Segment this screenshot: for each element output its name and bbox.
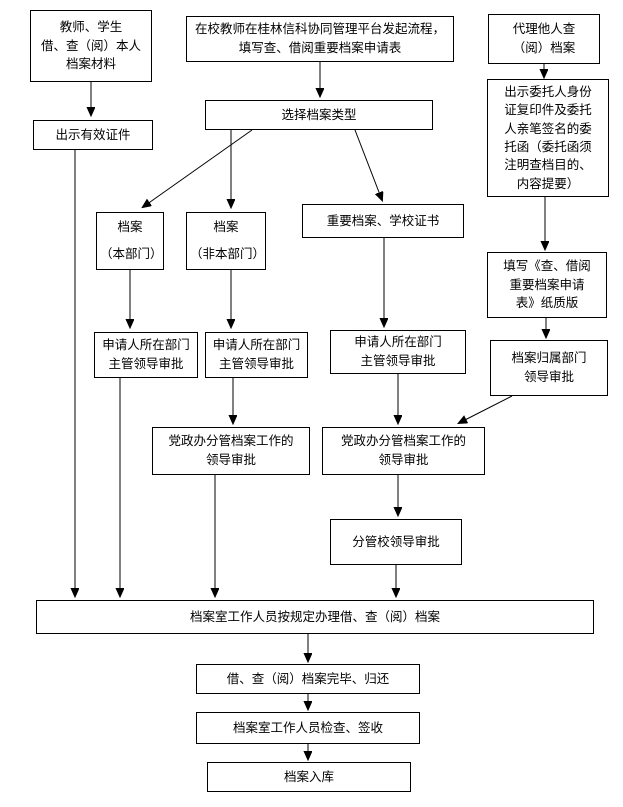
node-select-archive-type: 选择档案类型	[205, 100, 433, 130]
node-archive-storage: 档案入库	[207, 762, 411, 792]
node-archive-other-dept: 档案 （非本部门）	[186, 212, 266, 270]
node-platform-request: 在校教师在桂林信科协同管理平台发起流程， 填写查、借阅重要档案申请表	[186, 16, 454, 62]
node-return-archive: 借、查（阅）档案完毕、归还	[196, 664, 420, 694]
arrow-select-to-own	[143, 129, 253, 207]
node-approval-other-dept: 申请人所在部门 主管领导审批	[205, 332, 308, 378]
node-proxy-check: 代理他人查 （阅）档案	[488, 14, 600, 64]
node-archive-staff-process: 档案室工作人员按规定办理借、查（阅）档案	[36, 600, 594, 634]
node-important-archive: 重要档案、学校证书	[302, 204, 464, 238]
node-party-office-left: 党政办分管档案工作的 领导审批	[152, 427, 310, 475]
node-authorization-letter: 出示委托人身份 证复印件及委托 人亲笔签名的委 托函（委托函须 注明查档目的、 …	[487, 79, 609, 197]
node-party-office-right: 党政办分管档案工作的 领导审批	[322, 427, 485, 475]
node-approval-important: 申请人所在部门 主管领导审批	[330, 330, 466, 374]
node-fill-paper-form: 填写《查、借阅 重要档案申请 表》纸质版	[487, 252, 607, 318]
node-check-sign: 档案室工作人员检查、签收	[196, 712, 420, 744]
node-dept-owner-approval: 档案归属部门 领导审批	[490, 340, 608, 396]
node-approval-own-dept: 申请人所在部门 主管领导审批	[94, 332, 198, 378]
arrow-deptowner-to-party2	[459, 395, 513, 423]
node-archive-own-dept: 档案 （本部门）	[96, 212, 164, 270]
node-teacher-student: 教师、学生 借、查（阅）本人 档案材料	[30, 10, 152, 82]
node-valid-id: 出示有效证件	[33, 120, 153, 150]
node-school-leader-approval: 分管校领导审批	[330, 519, 462, 565]
arrow-select-to-important	[354, 129, 382, 200]
